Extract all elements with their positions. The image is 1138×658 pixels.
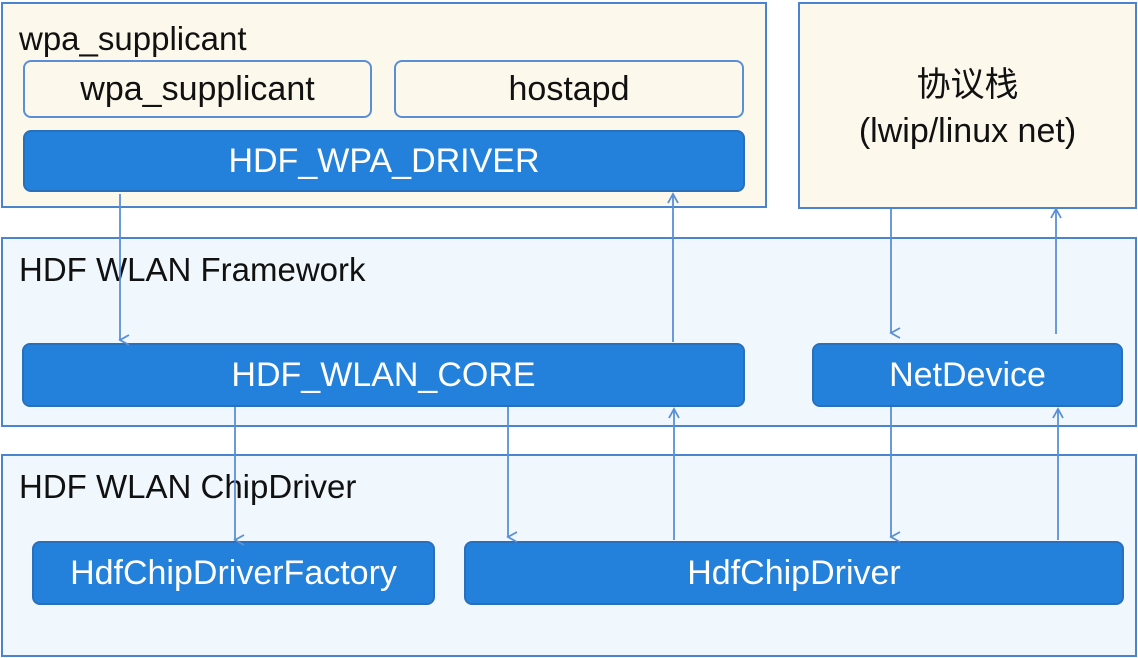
hdf-wlan-core-bar: HDF_WLAN_CORE [22, 343, 745, 407]
chipdriver-panel-title: HDF WLAN ChipDriver [19, 468, 357, 505]
hdf-wpa-driver-bar: HDF_WPA_DRIVER [23, 130, 745, 192]
protocol-stack-panel: 协议栈 (lwip/linux net) [798, 2, 1137, 209]
framework-panel-title: HDF WLAN Framework [19, 251, 366, 288]
wpa-supplicant-box: wpa_supplicant [23, 60, 372, 118]
wpa-supplicant-panel-title: wpa_supplicant [19, 20, 247, 57]
netdevice-box: NetDevice [812, 343, 1123, 407]
hdf-chip-driver-factory-box: HdfChipDriverFactory [32, 541, 435, 605]
protocol-stack-label: 协议栈 [916, 66, 1019, 104]
protocol-stack-sublabel: (lwip/linux net) [858, 112, 1077, 150]
hdf-chip-driver-box: HdfChipDriver [464, 541, 1124, 605]
hostapd-box: hostapd [394, 60, 744, 118]
